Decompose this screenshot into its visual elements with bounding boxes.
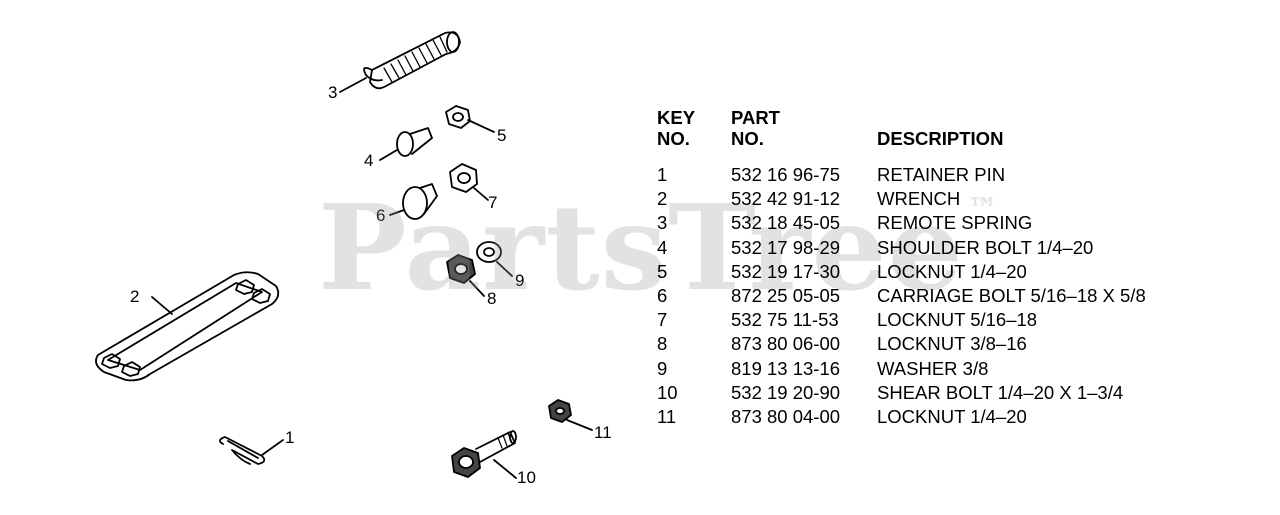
callout-5: 5 [497,126,506,145]
remote-spring-part [339,31,461,93]
carriage-bolt-part [389,183,438,220]
callout-4: 4 [364,151,373,170]
header-part-no: PART NO. [731,107,780,149]
callout-1: 1 [285,428,294,447]
retainer-pin-part [219,436,284,465]
washer-part [476,241,513,277]
locknut-5-16-part [449,163,489,201]
header-description: DESCRIPTION [877,128,1004,149]
shoulder-bolt-part [379,127,433,161]
callout-2: 2 [130,287,139,306]
callout-9: 9 [515,271,524,290]
wrench-part [95,271,280,382]
callout-6: 6 [376,206,385,225]
locknut-11-part [548,399,593,431]
callout-7: 7 [488,193,497,212]
locknut-3-8-part [446,254,485,297]
callout-3: 3 [328,83,337,102]
shear-bolt-part [451,430,517,479]
locknut-1-4-part [445,105,495,133]
table-header-row: KEY NO. PART NO. DESCRIPTION [657,107,1146,163]
callout-11: 11 [594,423,612,442]
callout-8: 8 [487,289,496,308]
callout-10: 10 [517,468,536,487]
parts-diagram: 1 2 3 4 5 6 7 8 9 10 11 [95,31,612,487]
header-key-no: KEY NO. [657,107,696,149]
